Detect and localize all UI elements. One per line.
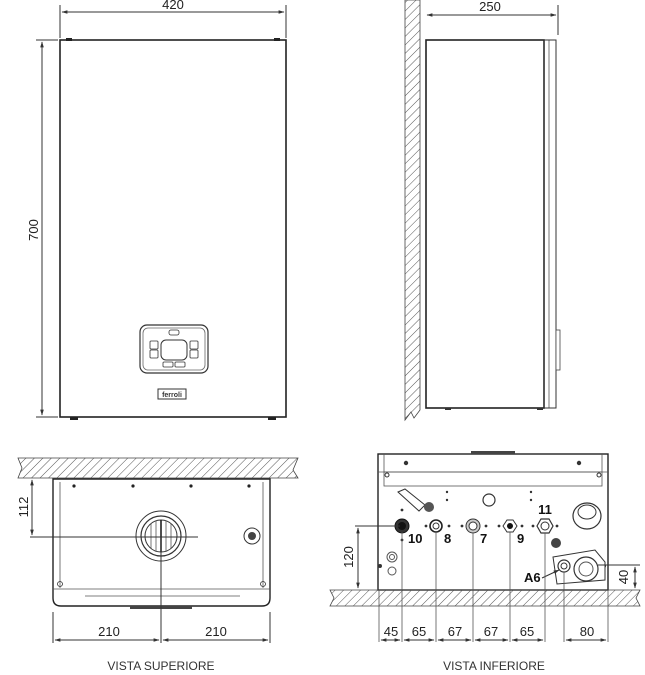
top-right-half-label: 210 xyxy=(205,624,227,639)
connection-11: 11 xyxy=(536,502,554,534)
spacing-label: 67 xyxy=(484,624,498,639)
control-panel xyxy=(139,324,209,374)
connection-label: 8 xyxy=(444,531,451,546)
connection-a6: A6 xyxy=(524,559,571,585)
connection-7: 7 xyxy=(465,518,487,546)
top-depth-label: 112 xyxy=(16,497,31,518)
bottom-view: 10 8 7 9 11 xyxy=(329,451,641,673)
spacing-label: 80 xyxy=(580,624,594,639)
connection-10: 10 xyxy=(394,518,422,546)
front-width-label: 420 xyxy=(162,0,184,12)
bottom-view-caption: VISTA INFERIORE xyxy=(443,659,545,673)
spacing-label: 45 xyxy=(384,624,398,639)
floor-hatch xyxy=(329,589,641,607)
top-left-half-label: 210 xyxy=(98,624,120,639)
brand-label: ferroli xyxy=(162,392,182,399)
top-view: 112 210 210 VISTA SUPERIORE xyxy=(16,457,299,673)
spacing-label: 67 xyxy=(448,624,462,639)
boiler-side-body xyxy=(425,39,545,409)
side-depth-label: 250 xyxy=(479,0,501,14)
connection-9: 9 xyxy=(502,519,524,546)
bottom-height-label: 120 xyxy=(341,546,356,568)
spacing-label: 65 xyxy=(520,624,534,639)
brand-plate: ferroli xyxy=(157,388,187,400)
front-height-label: 700 xyxy=(26,219,41,241)
spacing-label: 65 xyxy=(412,624,426,639)
top-view-caption: VISTA SUPERIORE xyxy=(107,659,214,673)
connection-label: 11 xyxy=(538,502,552,517)
wall-hatch xyxy=(17,457,299,479)
connection-label: 10 xyxy=(408,531,422,546)
front-view: 420 700 ferroli xyxy=(26,0,287,420)
side-view: 250 xyxy=(404,0,561,422)
connection-8: 8 xyxy=(429,519,451,546)
connection-label: A6 xyxy=(524,570,541,585)
flue-outlet xyxy=(135,510,187,562)
wall-hatch xyxy=(404,0,421,422)
connection-label: 7 xyxy=(480,531,487,546)
a6-height-label: 40 xyxy=(616,570,631,584)
connection-label: 9 xyxy=(517,531,524,546)
